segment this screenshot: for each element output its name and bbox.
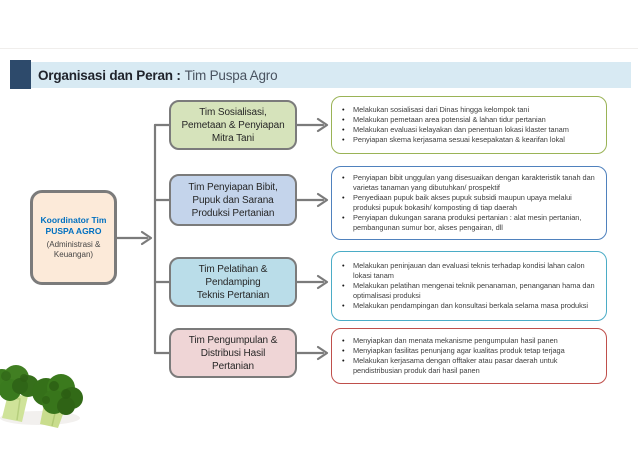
slide-title-bar — [31, 62, 631, 88]
coordinator-title: Koordinator Tim PUSPA AGRO — [40, 214, 107, 237]
bullet-item: Melakukan evaluasi kelayakan dan penentu… — [340, 125, 569, 135]
bullet-item: Penyediaan pupuk baik akses pupuk subsid… — [340, 193, 600, 213]
coordinator-arrow — [115, 230, 153, 246]
team-box-penyiapan-bibit: Tim Penyiapan Bibit, Pupuk dan Sarana Pr… — [169, 174, 297, 226]
bullet-item: Penyiapan bibit unggulan yang disesuaika… — [340, 173, 600, 193]
team-label: Tim Sosialisasi, Pemetaan & Penyiapan Mi… — [181, 106, 285, 144]
faint-divider — [0, 48, 638, 49]
bullet-list: Penyiapan bibit unggulan yang disesuaika… — [332, 168, 606, 238]
team-desc-penyiapan-bibit: Penyiapan bibit unggulan yang disesuaika… — [331, 166, 607, 240]
bullet-item: Melakukan pelatihan mengenai teknik pena… — [340, 281, 600, 301]
team-desc-pelatihan: Melakukan peninjauan dan evaluasi teknis… — [331, 251, 607, 321]
bullet-list: Melakukan peninjauan dan evaluasi teknis… — [332, 256, 606, 316]
branch-lines — [153, 123, 171, 355]
title-accent-square — [10, 60, 31, 89]
bullet-item: Melakukan peninjauan dan evaluasi teknis… — [340, 261, 600, 281]
team-arrow-2 — [295, 192, 329, 208]
bullet-item: Melakukan pemetaan area potensial & laha… — [340, 115, 569, 125]
bullet-item: Penyiapan dukungan sarana produksi perta… — [340, 213, 600, 233]
bullet-item: Menyiapkan dan menata mekanisme pengumpu… — [340, 336, 600, 346]
team-arrow-1 — [295, 117, 329, 133]
bullet-item: Penyiapan skema kerjasama sesuai kesepak… — [340, 135, 569, 145]
team-label: Tim Pelatihan & Pendamping Teknis Pertan… — [196, 263, 270, 301]
page-title: Organisasi dan Peran : Tim Puspa Agro — [38, 62, 278, 88]
broccoli-image — [0, 365, 83, 428]
bullet-list: Menyiapkan dan menata mekanisme pengumpu… — [332, 331, 606, 381]
team-desc-pengumpulan: Menyiapkan dan menata mekanisme pengumpu… — [331, 328, 607, 384]
bullet-item: Melakukan pendampingan dan konsultasi be… — [340, 301, 600, 311]
page-title-bold: Organisasi dan Peran : — [38, 67, 181, 83]
team-label: Tim Penyiapan Bibit, Pupuk dan Sarana Pr… — [188, 181, 278, 219]
bullet-item: Melakukan sosialisasi dari Dinas hingga … — [340, 105, 569, 115]
coordinator-subtitle: (Administrasi & Keuangan) — [46, 239, 101, 259]
team-box-pengumpulan: Tim Pengumpulan & Distribusi Hasil Perta… — [169, 328, 297, 378]
team-desc-sosialisasi: Melakukan sosialisasi dari Dinas hingga … — [331, 96, 607, 154]
bullet-item: Menyiapkan fasilitas penunjang agar kual… — [340, 346, 600, 356]
page-title-regular: Tim Puspa Agro — [184, 67, 278, 83]
connector-group — [115, 117, 329, 361]
team-arrow-3 — [295, 274, 329, 290]
team-box-pelatihan: Tim Pelatihan & Pendamping Teknis Pertan… — [169, 257, 297, 307]
team-box-sosialisasi: Tim Sosialisasi, Pemetaan & Penyiapan Mi… — [169, 100, 297, 150]
team-arrow-4 — [295, 345, 329, 361]
team-label: Tim Pengumpulan & Distribusi Hasil Perta… — [188, 334, 278, 372]
coordinator-box: Koordinator Tim PUSPA AGRO (Administrasi… — [30, 190, 117, 285]
bullet-item: Melakukan kerjasama dengan offtaker atau… — [340, 356, 600, 376]
bullet-list: Melakukan sosialisasi dari Dinas hingga … — [332, 100, 575, 150]
